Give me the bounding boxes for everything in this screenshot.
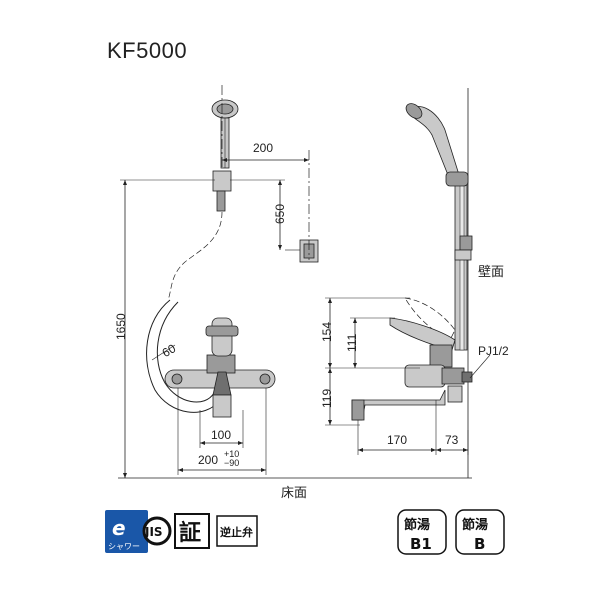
- dim-200-top: 200: [253, 141, 273, 155]
- wall-label: 壁面: [478, 264, 504, 279]
- dim-73: 73: [445, 433, 459, 447]
- dim-170: 170: [387, 433, 407, 447]
- saving-b1-bottom: B1: [410, 535, 432, 553]
- floor-label: 床面: [281, 485, 307, 500]
- dim-650: 650: [273, 204, 287, 224]
- eco-mark-text: シャワー: [108, 542, 140, 551]
- dim-100: 100: [211, 428, 231, 442]
- tolerance-plus: +10: [224, 449, 239, 459]
- saving-b1-top: 節湯: [404, 517, 430, 533]
- dim-154: 154: [320, 322, 334, 342]
- tolerance-minus: −90: [224, 458, 239, 468]
- front-view: 200 650 1650 60 100: [114, 85, 472, 500]
- pipe-label: PJ1/2: [478, 344, 509, 358]
- dim-119: 119: [320, 389, 334, 408]
- shower-head-front: [211, 99, 239, 169]
- shower-head-side: [405, 103, 461, 181]
- saving-b-bottom: B: [474, 535, 485, 553]
- jis-text: JIS: [144, 525, 163, 539]
- model-number: KF5000: [107, 38, 188, 63]
- eco-shower-badge: e シャワー: [105, 510, 148, 553]
- side-view: 壁面: [320, 88, 509, 478]
- dim-60: 60: [160, 341, 179, 360]
- dim-200-bottom: 200: [198, 453, 218, 467]
- shower-holder-top: [212, 170, 232, 212]
- saving-b-top: 節湯: [462, 517, 488, 533]
- saving-b-badge: 節湯 B: [455, 509, 505, 555]
- dim-111: 111: [345, 333, 359, 352]
- faucet-body-front: [164, 317, 276, 418]
- dim-1650: 1650: [114, 313, 128, 340]
- cert-badge: 証: [174, 513, 210, 549]
- check-valve-badge: 逆止弁: [216, 515, 258, 547]
- saving-b1-badge: 節湯 B1: [397, 509, 447, 555]
- hose-dashed: [167, 211, 223, 301]
- cert-text: 証: [179, 520, 201, 546]
- badges: e シャワー JIS 証 逆止弁 節湯 B1: [105, 509, 505, 555]
- jis-badge: JIS: [142, 516, 172, 546]
- check-valve-text: 逆止弁: [220, 525, 253, 539]
- hose-loop: [146, 299, 221, 413]
- eco-mark-e: e: [112, 516, 126, 540]
